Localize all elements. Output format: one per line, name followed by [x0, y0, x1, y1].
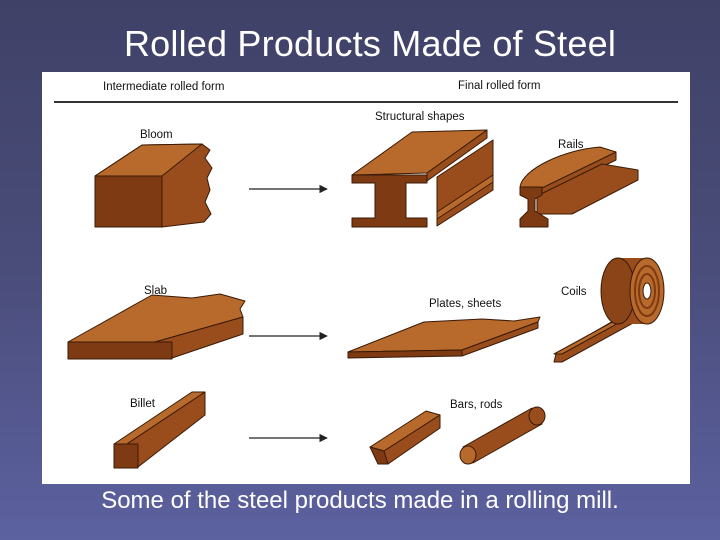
rod-shape — [459, 406, 546, 465]
bar-shape — [369, 410, 441, 465]
slide-caption: Some of the steel products made in a rol… — [101, 487, 619, 514]
bloom-shape — [94, 143, 213, 228]
rail-shape — [519, 146, 639, 228]
rolling-diagram: Intermediate rolled form Final rolled fo… — [42, 72, 690, 484]
label-structural-shapes: Structural shapes — [375, 111, 465, 123]
billet-shape — [113, 391, 206, 469]
coil-shape — [553, 257, 665, 363]
slide-title: Rolled Products Made of Steel — [123, 23, 617, 64]
slab-shape — [67, 293, 246, 360]
header-final-rolled-form: Final rolled form — [458, 80, 541, 92]
label-coils: Coils — [561, 286, 587, 298]
steel-shapes-drawing — [67, 129, 665, 469]
header-intermediate-rolled-form: Intermediate rolled form — [103, 81, 225, 93]
header-divider — [54, 101, 678, 103]
plate-shape — [347, 316, 541, 359]
label-plates-sheets: Plates, sheets — [429, 298, 502, 310]
label-billet: Billet — [130, 398, 155, 410]
label-bars-rods: Bars, rods — [450, 399, 503, 411]
structural-shape — [351, 129, 494, 228]
label-bloom: Bloom — [140, 129, 173, 141]
label-rails: Rails — [558, 139, 584, 151]
label-slab: Slab — [144, 285, 168, 297]
